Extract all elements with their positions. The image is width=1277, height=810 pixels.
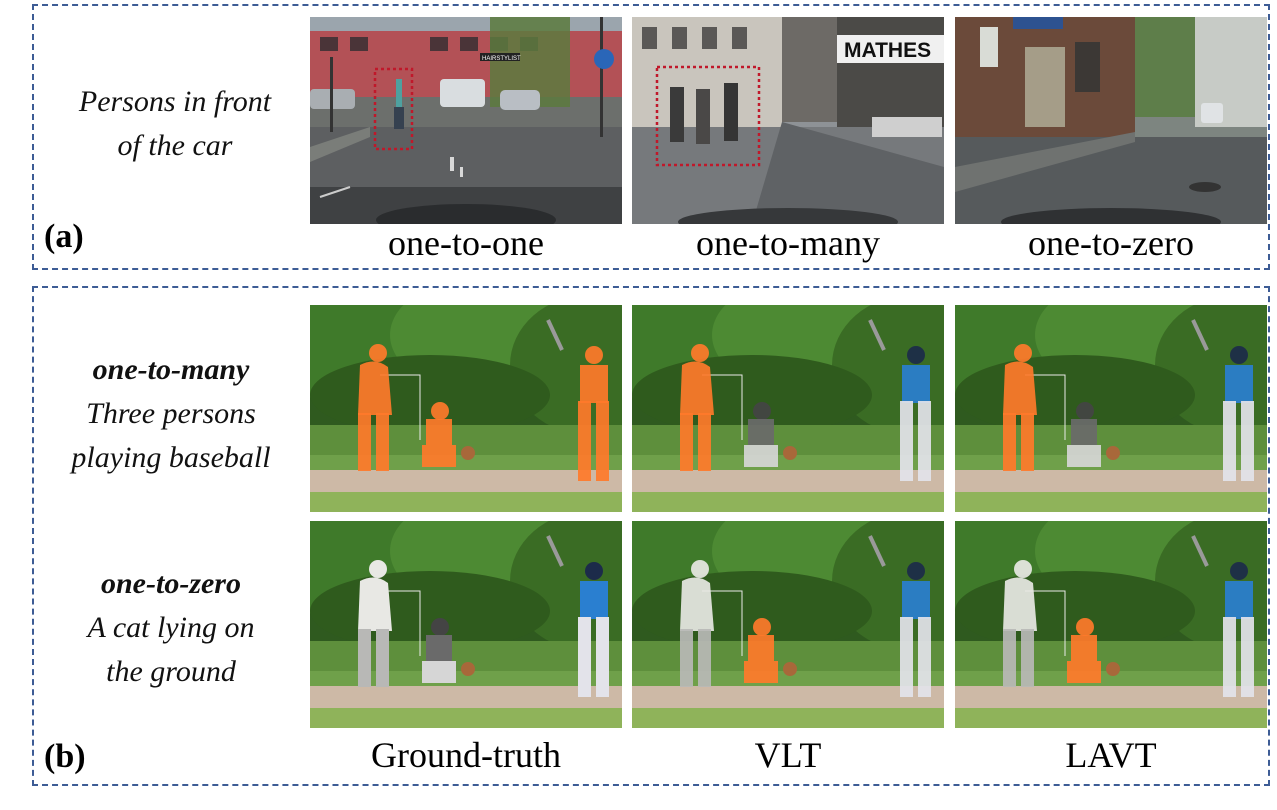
panel-b-row2-case: one-to-zero	[101, 567, 241, 600]
baseball-image-one-to-many-lavt	[955, 305, 1267, 512]
panel-a-query-line-1: Persons in front	[78, 85, 272, 118]
baseball-image-one-to-zero-vlt	[632, 521, 944, 728]
panel-a-query: Persons in front of the car	[50, 80, 300, 168]
baseball-image-one-to-many-vlt	[632, 305, 944, 512]
baseball-image-one-to-zero-lavt	[955, 521, 1267, 728]
caption-one-to-many: one-to-many	[696, 223, 880, 263]
panel-b-row1-query-line-1: Three persons	[86, 397, 256, 430]
panel-b-tag: (b)	[44, 738, 86, 775]
panel-b-row2-query-line-1: A cat lying on	[87, 611, 255, 644]
panel-a-frame	[32, 4, 1270, 270]
baseball-image-one-to-zero-ground-truth	[310, 521, 622, 728]
panel-b-frame	[32, 286, 1270, 786]
street-image-one-to-one: HAIRSTYLIST	[310, 17, 622, 224]
street-image-one-to-zero	[955, 17, 1267, 224]
street-sign-hairstylist: HAIRSTYLIST	[482, 56, 521, 62]
column-label-vlt: VLT	[754, 735, 822, 775]
panel-b-row1-query-line-2: playing baseball	[71, 441, 271, 474]
column-label-ground-truth: Ground-truth	[371, 735, 561, 775]
panel-b-row1-query: one-to-many Three persons playing baseba…	[40, 348, 302, 480]
panel-a-query-line-2: of the car	[117, 129, 233, 162]
column-label-lavt: LAVT	[1065, 735, 1157, 775]
panel-b-row2-query-line-2: the ground	[106, 655, 236, 688]
caption-one-to-zero: one-to-zero	[1028, 223, 1194, 263]
street-sign-mathes: MATHES	[844, 39, 931, 62]
baseball-image-one-to-many-ground-truth	[310, 305, 622, 512]
panel-a-tag: (a)	[44, 218, 84, 255]
caption-one-to-one: one-to-one	[388, 223, 544, 263]
panel-b-row1-case: one-to-many	[92, 353, 250, 386]
street-image-one-to-many: MATHES	[632, 17, 944, 224]
panel-b-row2-query: one-to-zero A cat lying on the ground	[40, 562, 302, 694]
